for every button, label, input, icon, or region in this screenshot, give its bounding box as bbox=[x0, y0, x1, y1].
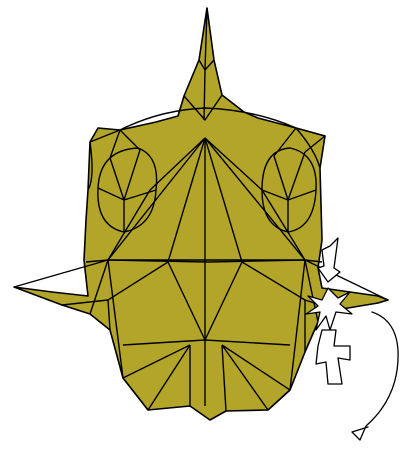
push-arrow-tail bbox=[316, 330, 350, 384]
curved-arrow-icon bbox=[352, 312, 398, 440]
curved-arrow-head bbox=[352, 426, 368, 440]
curved-arrow-path bbox=[366, 312, 398, 426]
